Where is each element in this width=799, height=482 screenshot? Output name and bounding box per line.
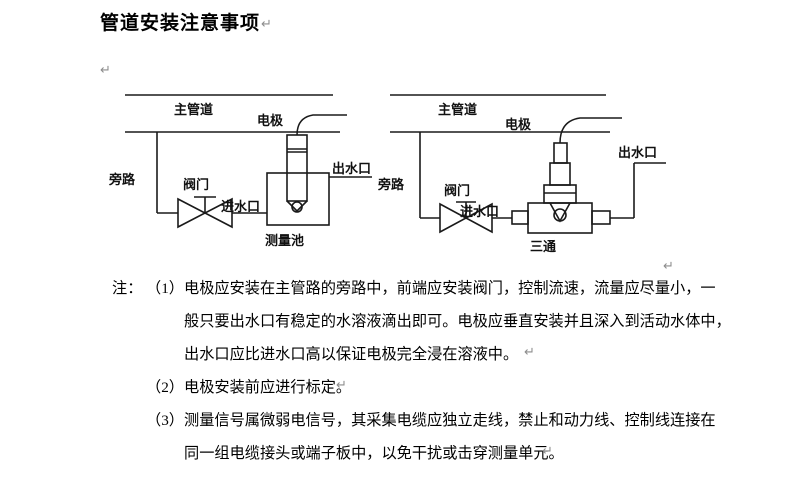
note-item: 般只要出水口有稳定的水溶液滴出即可。电极应垂直安装并且深入到活动水体中， (0, 305, 799, 338)
label-inlet: 进水口 (221, 199, 260, 214)
valve-symbol (439, 201, 493, 234)
diagram-tee-fitting-installation: 主管道 旁路 阀门 进水口 出水口 电极 三通 (378, 85, 678, 255)
note-item: 出水口应比进水口高以保证电极完全浸在溶液中。 ↵ (0, 338, 799, 371)
note-number: （3） (146, 412, 184, 429)
paragraph-mark-icon: ↵ (261, 16, 273, 31)
label-bypass: 旁路 (108, 172, 136, 187)
note-item: （2） 电极安装前应进行标定。 ↵ (0, 371, 799, 404)
notes-section: 注： （1） 电极应安装在主管路的旁路中，前端应安装阀门，控制流速，流量应尽量小… (0, 272, 799, 470)
label-main-pipe: 主管道 (438, 102, 477, 117)
tee-riser-neck (543, 184, 577, 204)
electrode-body (544, 142, 576, 223)
note-text-line: 测量信号属微弱电信号，其采集电缆应独立走线，禁止和动力线、控制线连接在 (184, 412, 716, 429)
tee-body (527, 202, 593, 234)
measuring-cell-box (266, 172, 330, 226)
page-title-text: 管道安装注意事项 (100, 13, 261, 34)
label-outlet: 出水口 (332, 161, 371, 176)
label-bypass: 旁路 (378, 177, 405, 192)
label-outlet: 出水口 (618, 145, 657, 160)
note-number: （2） (146, 379, 184, 396)
note-item: 同一组电缆接头或端子板中，以免干扰或击穿测量单元。 ↵ (0, 437, 799, 470)
note-item: （3） 测量信号属微弱电信号，其采集电缆应独立走线，禁止和动力线、控制线连接在 (0, 404, 799, 437)
label-measuring-cell: 测量池 (265, 233, 304, 248)
note-text-line: 电极安装前应进行标定。 (184, 379, 352, 396)
outlet-pipe-stub (591, 210, 611, 225)
paragraph-mark-icon: ↵ (663, 258, 674, 273)
electrode-cable (559, 117, 622, 144)
note-text-line: 电极应安装在主管路的旁路中，前端应安装阀门，控制流速，流量应尽量小，一 (184, 280, 716, 297)
page-title: 管道安装注意事项↵ (100, 8, 273, 35)
note-text-line: 同一组电缆接头或端子板中，以免干扰或击穿测量单元。 (184, 445, 564, 462)
note-item: 注： （1） 电极应安装在主管路的旁路中，前端应安装阀门，控制流速，流量应尽量小… (0, 272, 799, 305)
diagram-measuring-cell-installation: 主管道 旁路 阀门 进水口 出水口 电极 测量池 (95, 85, 375, 255)
paragraph-mark-icon: ↵ (336, 377, 347, 392)
paragraph-mark-icon: ↵ (524, 344, 535, 359)
label-main-pipe: 主管道 (174, 102, 213, 117)
electrode-cable (296, 114, 347, 136)
label-inlet: 进水口 (460, 204, 499, 219)
note-text-line: 出水口应比进水口高以保证电极完全浸在溶液中。 (184, 346, 519, 363)
label-electrode: 电极 (505, 117, 532, 132)
label-valve: 阀门 (183, 177, 209, 192)
label-tee-fitting: 三通 (530, 239, 556, 254)
paragraph-mark-icon: ↵ (542, 443, 553, 458)
label-valve: 阀门 (444, 183, 470, 198)
notes-label: 注： (112, 280, 143, 297)
inlet-pipe-stub (511, 210, 529, 225)
label-electrode: 电极 (257, 113, 284, 128)
paragraph-mark-icon: ↵ (100, 62, 111, 77)
note-text-line: 般只要出水口有稳定的水溶液滴出即可。电极应垂直安装并且深入到活动水体中， (184, 313, 731, 330)
note-number: （1） (146, 280, 184, 297)
